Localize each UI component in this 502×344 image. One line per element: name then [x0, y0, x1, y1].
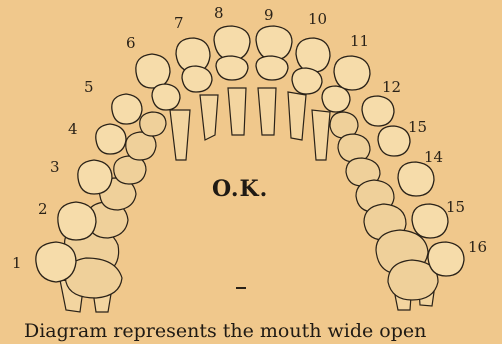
tooth-10 — [296, 38, 330, 72]
tooth-number-3: 3 — [50, 158, 60, 176]
tooth-8 — [214, 26, 250, 60]
tooth-number-15: 15 — [446, 198, 465, 216]
tooth-13 — [378, 126, 410, 156]
tooth-14 — [398, 162, 434, 196]
tooth-16 — [428, 242, 464, 276]
center-label: O.K. — [212, 176, 268, 202]
tooth-number-10: 10 — [308, 10, 327, 28]
tooth-3 — [78, 160, 112, 194]
tooth-number-1: 1 — [12, 254, 22, 272]
tooth-5 — [112, 94, 142, 124]
tooth-number-5: 5 — [84, 78, 94, 96]
tooth-number-14: 14 — [424, 148, 443, 166]
tooth-number-8: 8 — [214, 4, 224, 22]
tooth-number-4: 4 — [68, 120, 78, 138]
tooth-number-13: 15 — [408, 118, 427, 136]
tooth-15 — [412, 204, 448, 238]
tooth-number-7: 7 — [174, 14, 184, 32]
tooth-number-9: 9 — [264, 6, 274, 24]
tooth-11 — [334, 56, 370, 90]
tooth-9 — [256, 26, 292, 60]
tooth-number-12: 12 — [382, 78, 401, 96]
tooth-12 — [362, 96, 394, 126]
tooth-number-16: 16 — [468, 238, 487, 256]
tooth-number-6: 6 — [126, 34, 136, 52]
tooth-number-11: 11 — [350, 32, 369, 50]
tooth-6 — [136, 54, 170, 88]
diagram-caption: Diagram represents the mouth wide open — [24, 320, 426, 342]
tooth-number-2: 2 — [38, 200, 48, 218]
tooth-4 — [96, 124, 126, 154]
tooth-1 — [36, 242, 76, 282]
tooth-2 — [58, 202, 96, 240]
